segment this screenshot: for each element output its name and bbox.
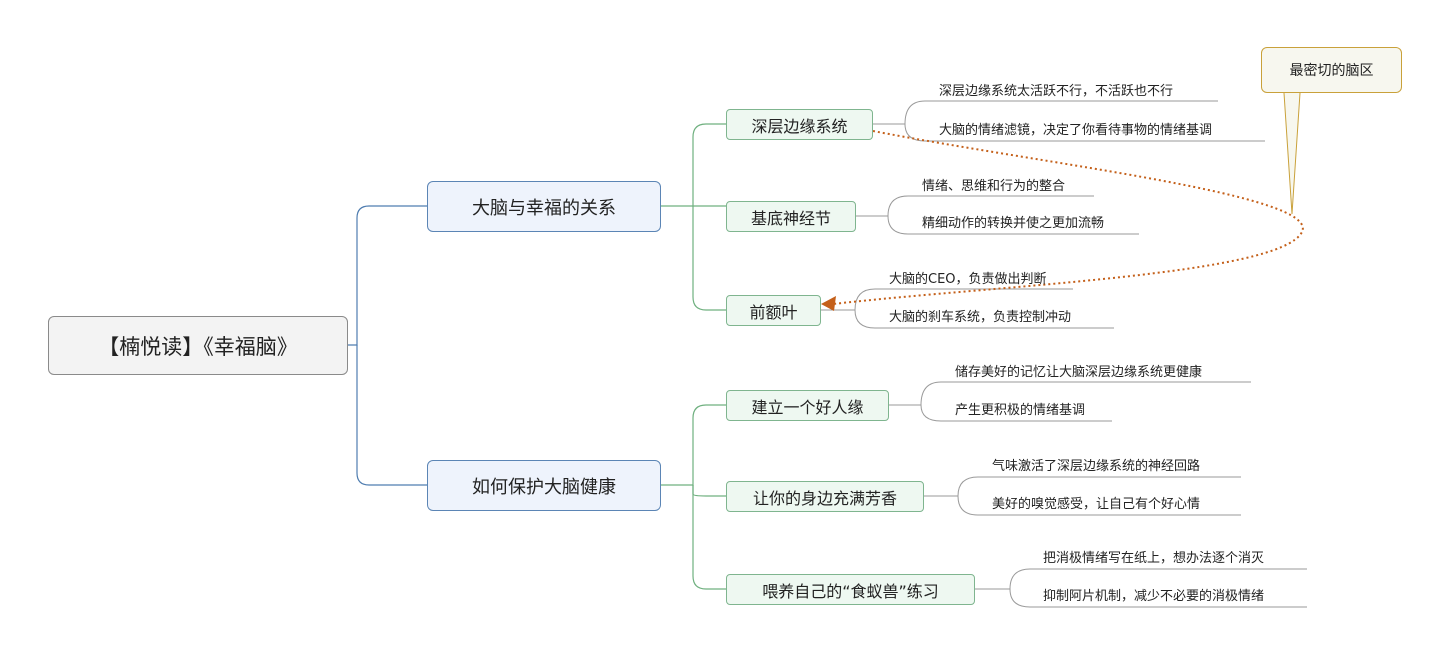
branch-topic[interactable]: 大脑与幸福的关系: [427, 181, 661, 232]
subtopic[interactable]: 让你的身边充满芳香: [726, 481, 924, 512]
callout-note[interactable]: 最密切的脑区: [1261, 47, 1402, 93]
leaf-connector: [975, 568, 1307, 590]
leaf-topic[interactable]: 美好的嗅觉感受，让自己有个好心情: [992, 497, 1201, 512]
subtopic[interactable]: 喂养自己的“食蚁兽”练习: [726, 574, 975, 605]
subtopic-label: 深层边缘系统: [751, 116, 848, 136]
relationship-arrowhead: [821, 296, 836, 311]
leaf-topic[interactable]: 产生更积极的情绪基调: [955, 403, 1086, 418]
subtopic-label: 前额叶: [749, 302, 798, 322]
leaf-connector: [1009, 588, 1307, 608]
root-connector: [348, 205, 427, 346]
leaf-connector: [924, 476, 1241, 497]
leaf-connector: [904, 123, 1265, 142]
leaf-topic[interactable]: 储存美好的记忆让大脑深层边缘系统更健康: [955, 365, 1203, 380]
root-connector: [356, 345, 427, 486]
leaf-topic[interactable]: 抑制阿片机制，减少不必要的消极情绪: [1043, 589, 1265, 604]
subtopic-label: 建立一个好人缘: [751, 397, 864, 417]
branch-label: 如何保护大脑健康: [472, 476, 616, 498]
leaf-connector: [957, 495, 1241, 516]
branch-connector: [692, 206, 726, 311]
subtopic[interactable]: 建立一个好人缘: [726, 390, 889, 421]
subtopic-label: 基底神经节: [750, 208, 831, 228]
branch-connector: [692, 485, 726, 590]
callout-label: 最密切的脑区: [1289, 63, 1374, 79]
leaf-connector: [920, 404, 1112, 422]
leaf-topic[interactable]: 把消极情绪写在纸上，想办法逐个消灭: [1043, 551, 1265, 566]
leaf-connector: [821, 288, 1073, 311]
subtopic-label: 喂养自己的“食蚁兽”练习: [762, 581, 939, 601]
leaf-connector: [854, 309, 1114, 329]
leaf-topic[interactable]: 大脑的刹车系统，负责控制冲动: [889, 310, 1072, 325]
subtopic[interactable]: 基底神经节: [726, 201, 856, 232]
leaf-connector: [887, 215, 1139, 235]
root-label: 【楠悦读】《幸福脑》: [98, 334, 298, 359]
subtopic-label: 让你的身边充满芳香: [752, 488, 897, 508]
branch-topic[interactable]: 如何保护大脑健康: [427, 460, 661, 511]
subtopic[interactable]: 前额叶: [726, 295, 821, 326]
leaf-topic[interactable]: 大脑的CEO，负责做出判断: [889, 272, 1047, 287]
callout-pointer: [1283, 92, 1301, 215]
leaf-topic[interactable]: 大脑的情绪滤镜，决定了你看待事物的情绪基调: [939, 123, 1213, 138]
leaf-connector: [873, 100, 1218, 125]
root-topic[interactable]: 【楠悦读】《幸福脑》: [48, 316, 348, 375]
branch-connector: [660, 123, 726, 207]
leaf-connector: [889, 381, 1251, 406]
leaf-topic[interactable]: 情绪、思维和行为的整合: [922, 179, 1066, 194]
leaf-topic[interactable]: 气味激活了深层边缘系统的神经回路: [992, 459, 1201, 474]
subtopic[interactable]: 深层边缘系统: [726, 109, 873, 140]
leaf-topic[interactable]: 深层边缘系统太活跃不行，不活跃也不行: [939, 84, 1174, 99]
branch-connector: [692, 485, 726, 497]
relationship-line: [832, 130, 1304, 305]
leaf-topic[interactable]: 精细动作的转换并使之更加流畅: [922, 216, 1105, 231]
branch-connector: [660, 404, 726, 486]
branch-label: 大脑与幸福的关系: [472, 197, 616, 219]
leaf-connector: [856, 195, 1094, 217]
